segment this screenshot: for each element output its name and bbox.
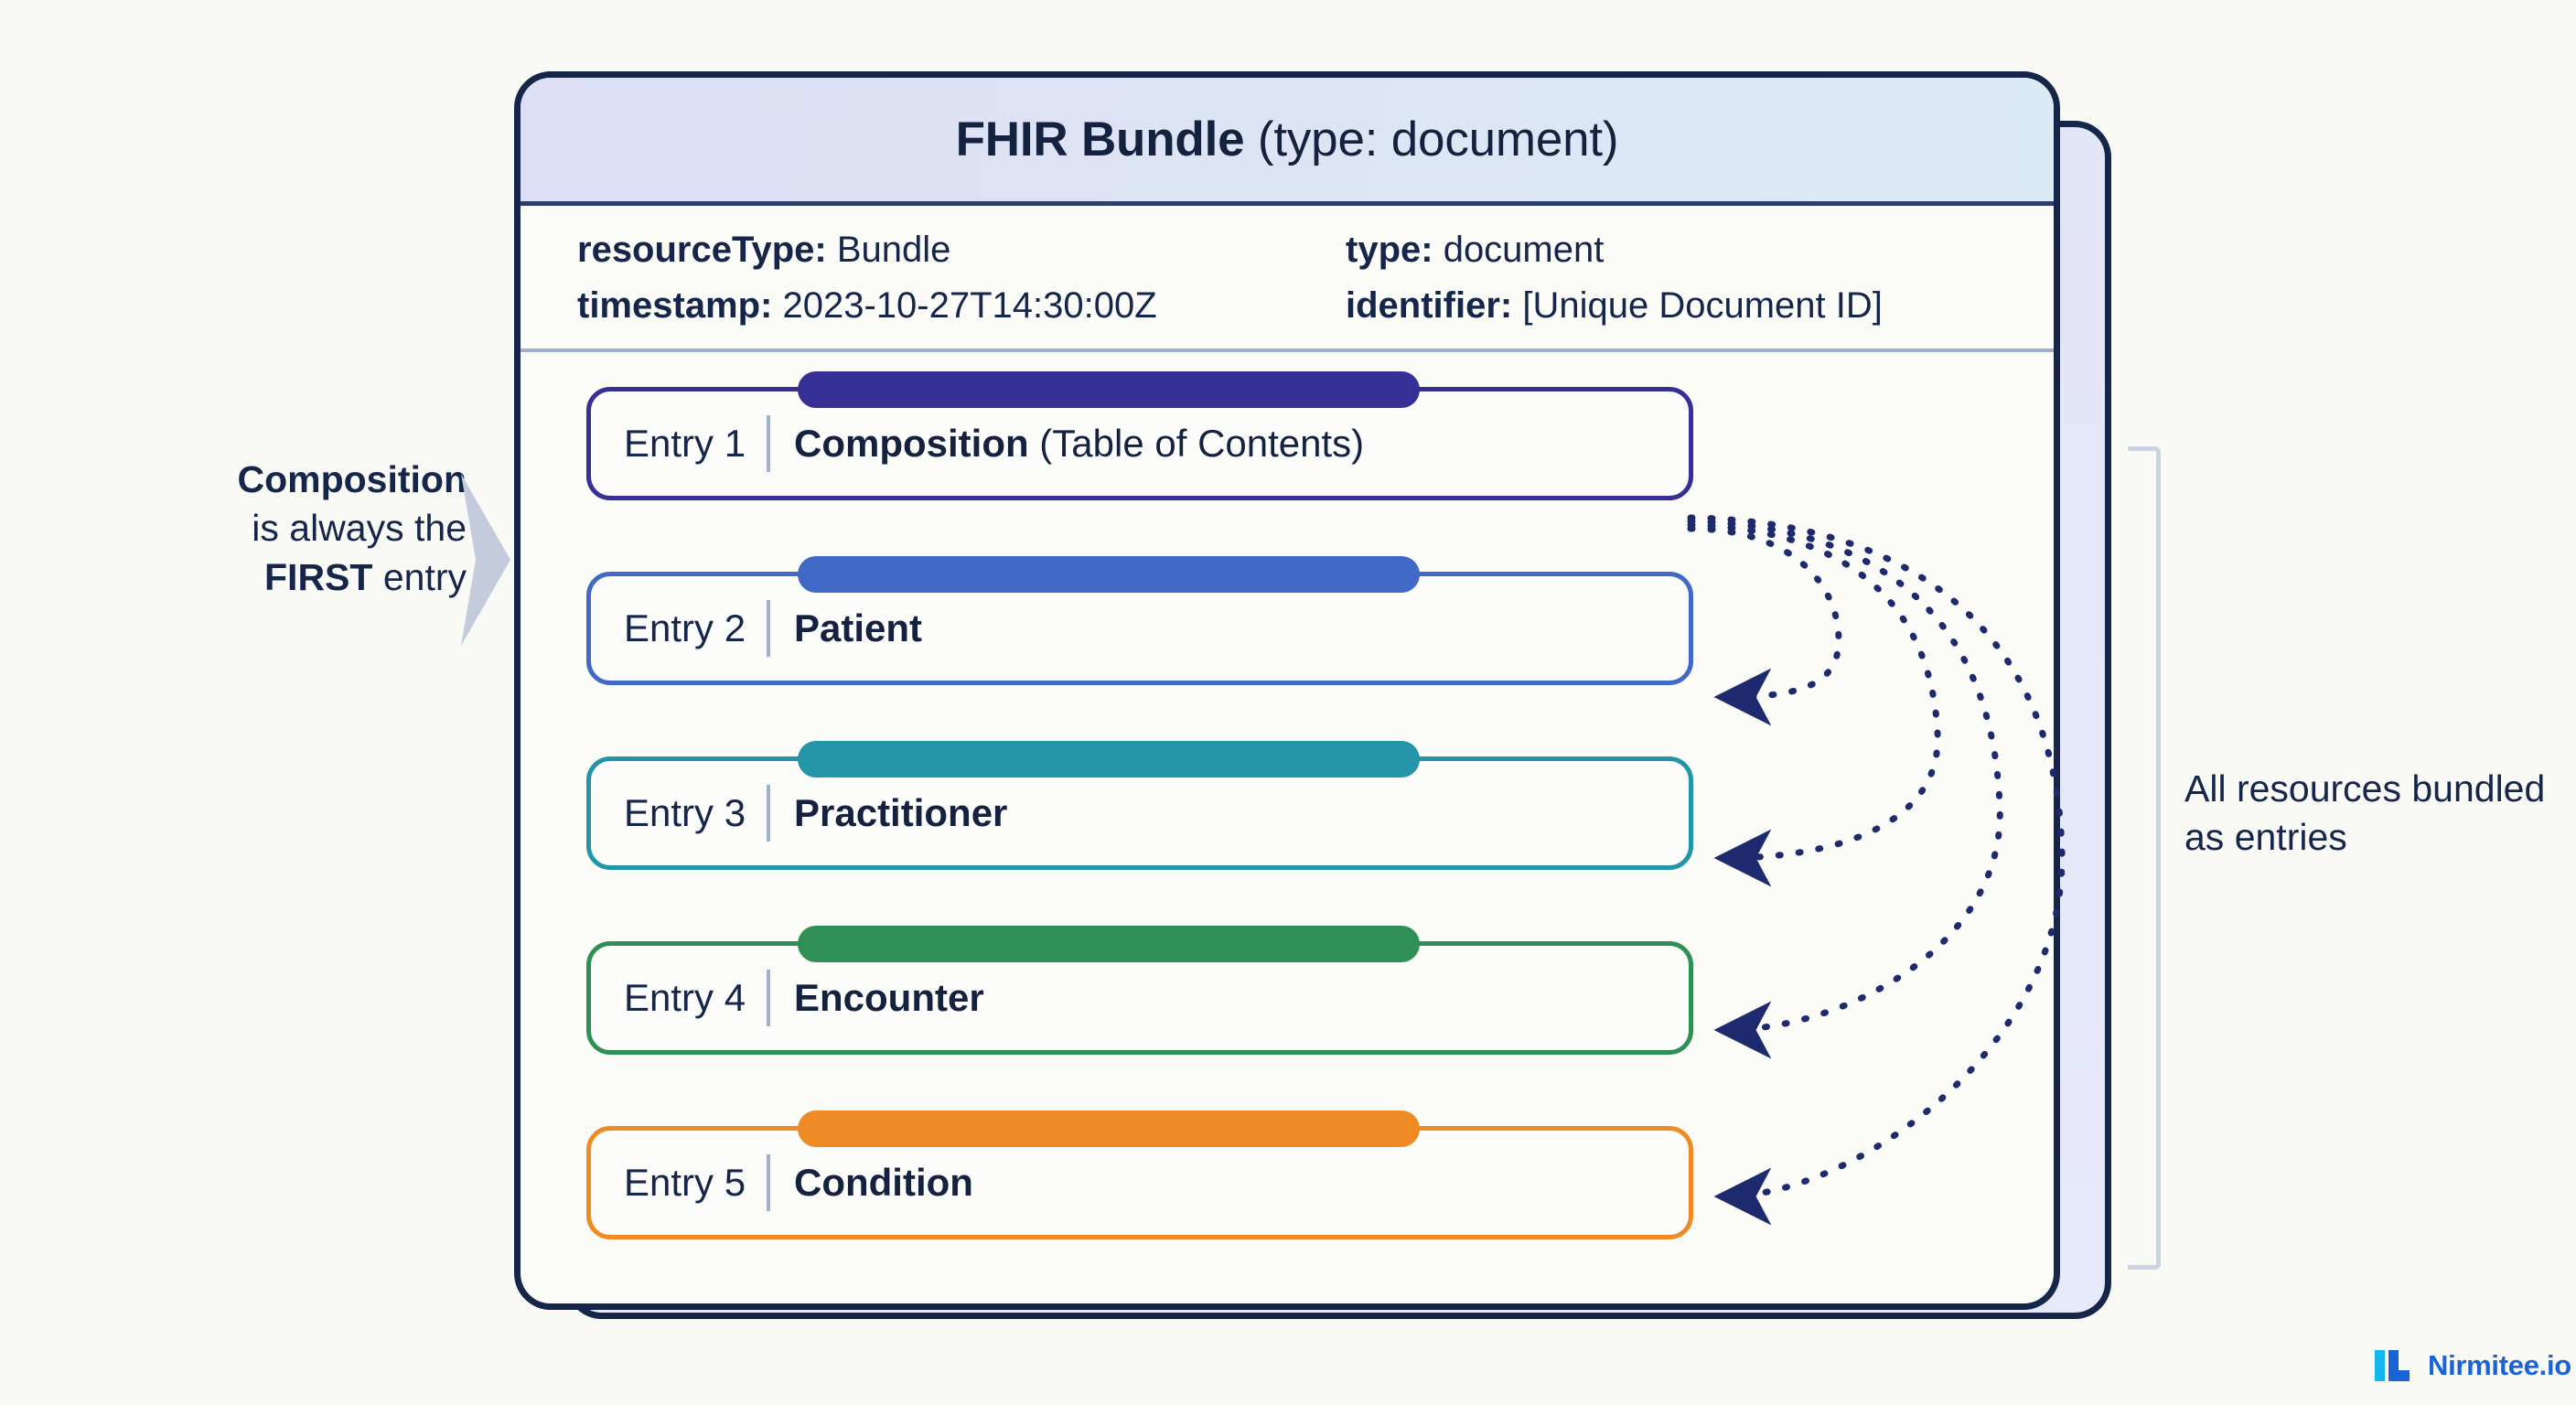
- entry-resource-name-bold: Practitioner: [794, 791, 1008, 834]
- bundle-metadata: resourceType: Bundle type: document time…: [521, 206, 2054, 352]
- entry-resource-name: Composition (Table of Contents): [794, 422, 1364, 466]
- annotation-left-line3-bold: FIRST: [264, 555, 373, 598]
- metadata-key: resourceType:: [577, 230, 827, 270]
- metadata-key: type:: [1346, 230, 1433, 270]
- entry-color-pill: [798, 741, 1420, 778]
- metadata-row: timestamp: 2023-10-27T14:30:00Z identifi…: [577, 285, 1997, 327]
- entries-grouping-bracket: [2128, 446, 2161, 1270]
- entry-resource-name-rest: (Table of Contents): [1028, 422, 1365, 465]
- metadata-identifier: identifier: [Unique Document ID]: [1346, 285, 1883, 327]
- entry-resource-name-bold: Condition: [794, 1161, 973, 1204]
- entry-resource-name: Encounter: [794, 976, 984, 1020]
- entry-color-pill: [798, 1110, 1420, 1147]
- bundle-title-bold: FHIR Bundle: [955, 113, 1245, 166]
- chevron-right-icon: [461, 474, 510, 646]
- entry-color-pill: [798, 556, 1420, 593]
- metadata-row: resourceType: Bundle type: document: [577, 230, 1997, 271]
- annotation-left-line3-rest: entry: [372, 555, 467, 598]
- entry-divider: [767, 600, 770, 657]
- entry-divider: [767, 1154, 770, 1211]
- entry-index-label: Entry 5: [624, 1161, 746, 1204]
- entry-divider: [767, 970, 770, 1026]
- metadata-value: 2023-10-27T14:30:00Z: [772, 285, 1157, 326]
- metadata-key: identifier:: [1346, 285, 1513, 326]
- entry-resource-name-bold: Encounter: [794, 976, 984, 1019]
- bundle-entry-row[interactable]: Entry 5 Condition: [586, 1110, 1693, 1239]
- annotation-left-line2: is always the: [252, 507, 467, 550]
- metadata-value: Bundle: [826, 230, 951, 270]
- entry-divider: [767, 785, 770, 842]
- entry-resource-name-bold: Patient: [794, 606, 923, 649]
- metadata-resourcetype: resourceType: Bundle: [577, 230, 1346, 271]
- logo-text: Nirmitee.io: [2428, 1349, 2571, 1381]
- metadata-key: timestamp:: [577, 285, 773, 326]
- bundle-entry-row[interactable]: Entry 1 Composition (Table of Contents): [586, 371, 1693, 500]
- bundle-header: FHIR Bundle (type: document): [521, 78, 2054, 206]
- entry-resource-name: Practitioner: [794, 791, 1007, 835]
- composition-first-annotation: Composition is always the FIRST entry: [101, 456, 467, 602]
- entry-resource-name: Condition: [794, 1161, 973, 1205]
- bundle-entry-row[interactable]: Entry 4 Encounter: [586, 926, 1693, 1055]
- metadata-value: document: [1433, 230, 1605, 270]
- page-title: FHIR Bundle (type: document): [956, 112, 1619, 167]
- bundle-entry-row[interactable]: Entry 2 Patient: [586, 556, 1693, 685]
- metadata-timestamp: timestamp: 2023-10-27T14:30:00Z: [577, 285, 1346, 327]
- all-resources-annotation: All resources bundled as entries: [2184, 767, 2546, 859]
- entry-index-label: Entry 3: [624, 791, 746, 834]
- bundle-entry-row[interactable]: Entry 3 Practitioner: [586, 741, 1693, 870]
- entry-color-pill: [798, 371, 1420, 408]
- fhir-bundle-card: FHIR Bundle (type: document) resourceTyp…: [514, 71, 2060, 1310]
- metadata-type: type: document: [1346, 230, 1604, 271]
- nirmitee-logo-icon: [2375, 1350, 2410, 1381]
- nirmitee-logo: Nirmitee.io: [2375, 1348, 2571, 1383]
- entry-divider: [767, 415, 770, 472]
- entry-index-label: Entry 2: [624, 606, 746, 649]
- entry-index-label: Entry 1: [624, 422, 746, 465]
- entry-color-pill: [798, 926, 1420, 962]
- metadata-value: [Unique Document ID]: [1512, 285, 1883, 326]
- entry-resource-name-bold: Composition: [794, 422, 1029, 465]
- bundle-title-rest: (type: document): [1244, 113, 1619, 166]
- entry-index-label: Entry 4: [624, 976, 746, 1019]
- entry-resource-name: Patient: [794, 606, 922, 650]
- annotation-left-line1: Composition: [237, 458, 467, 500]
